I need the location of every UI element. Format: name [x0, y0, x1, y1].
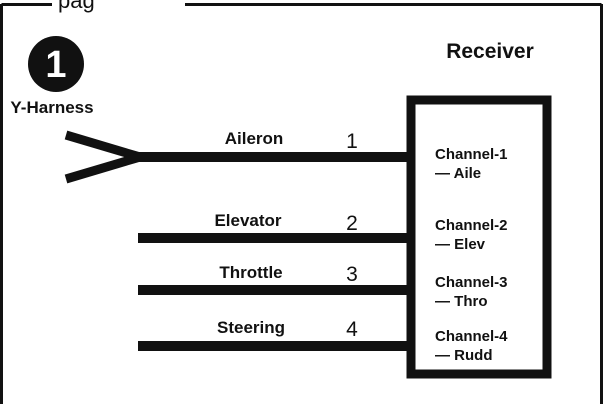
- wire-number-3: 3: [346, 263, 358, 286]
- wire-number-1: 1: [346, 130, 358, 153]
- y-harness-connector: [64, 130, 142, 184]
- channel-1-short: — Aile: [435, 165, 481, 182]
- wire-number-4: 4: [346, 318, 358, 341]
- channel-1: Channel-1 — Aile: [435, 146, 508, 182]
- channel-3-short: — Thro: [435, 293, 488, 310]
- wire-label-throttle: Throttle: [219, 263, 282, 282]
- step-number: 1: [45, 44, 66, 86]
- step-number-badge: 1: [28, 36, 84, 92]
- channel-3: Channel-3 — Thro: [435, 274, 508, 310]
- channel-4-short: — Rudd: [435, 347, 493, 364]
- channel-2-name: Channel-2: [435, 217, 508, 234]
- channel-3-name: Channel-3: [435, 274, 508, 291]
- channel-4-name: Channel-4: [435, 328, 508, 345]
- channel-1-name: Channel-1: [435, 146, 508, 163]
- channel-2: Channel-2 — Elev: [435, 217, 508, 253]
- channel-2-short: — Elev: [435, 236, 486, 253]
- wire-number-2: 2: [346, 212, 358, 235]
- wire-label-aileron: Aileron: [225, 129, 284, 148]
- receiver-box: [406, 95, 552, 379]
- y-harness-label: Y-Harness: [10, 98, 93, 117]
- receiver-title: Receiver: [446, 40, 534, 63]
- channel-4: Channel-4 — Rudd: [435, 328, 508, 364]
- wire-label-elevator: Elevator: [214, 211, 281, 230]
- header-fragment: pag: [58, 0, 95, 13]
- wire-label-steering: Steering: [217, 318, 285, 337]
- diagram-frame: [0, 3, 603, 404]
